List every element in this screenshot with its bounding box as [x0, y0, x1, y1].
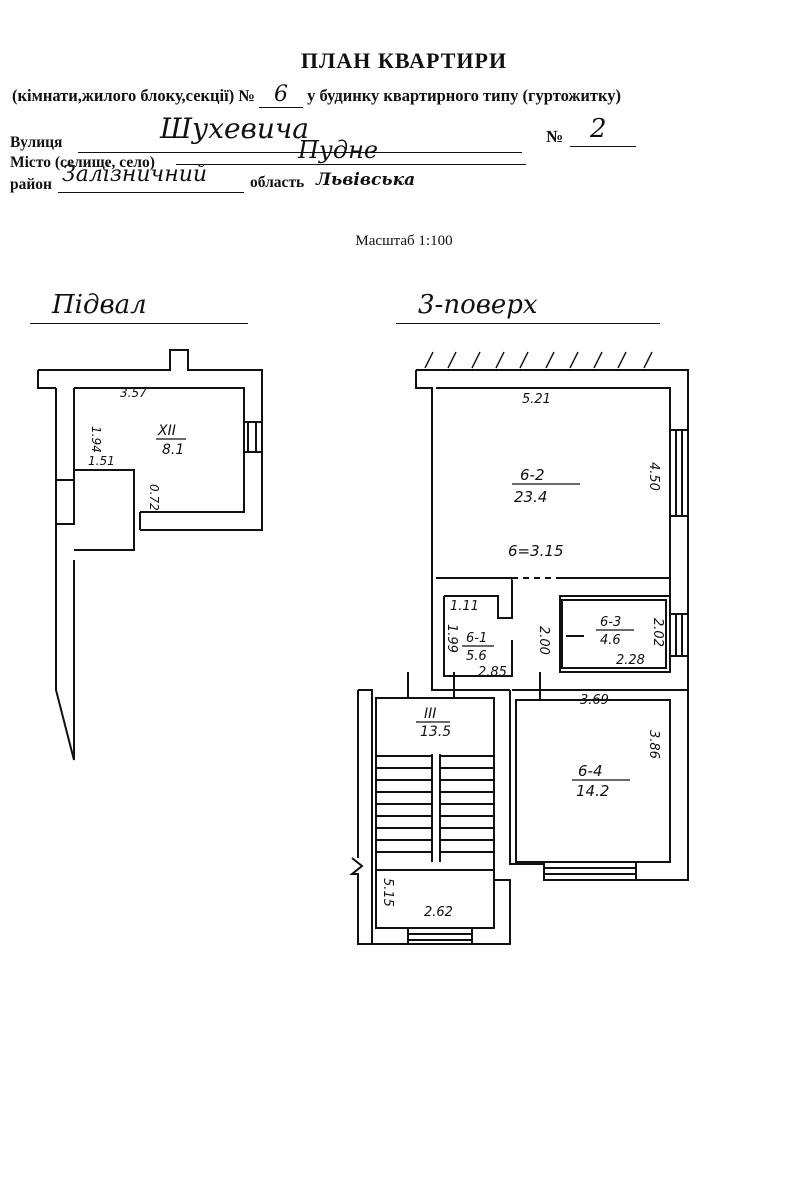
room1-top-dim: 1.11 — [450, 599, 479, 614]
floor-underline — [396, 323, 660, 324]
floor-label: 3-поверх — [418, 290, 538, 320]
room2-bottom-dim: 6=3.15 — [508, 542, 564, 560]
room3-id: 6-3 — [600, 615, 621, 630]
room1-side-dim: 1.99 — [444, 624, 459, 653]
street-value: Шухевича — [160, 112, 309, 145]
room2-side-dim: 4.50 — [646, 462, 661, 491]
subtitle-suffix: у будинку квартирного типу (гуртожитку) — [307, 86, 622, 105]
stair-id: III — [424, 706, 436, 722]
oblast-value: Львівська — [316, 170, 416, 190]
district-underline — [58, 192, 244, 193]
room2-width-dim: 5.21 — [522, 392, 551, 407]
room3-side-right-dim: 2.02 — [650, 618, 665, 647]
room1-bottom-dim: 2.85 — [478, 665, 507, 680]
stair-area: 13.5 — [420, 724, 451, 740]
basement-left-dim: 1.94 — [89, 426, 103, 453]
room3-bottom-dim: 2.28 — [616, 653, 645, 668]
stair-bottom-dim: 2.62 — [424, 905, 453, 920]
room1-area: 5.6 — [466, 649, 487, 664]
oblast-label: область — [250, 174, 305, 191]
basement-room-area: 8.1 — [162, 442, 184, 458]
room4-side-dim: 3.86 — [646, 730, 661, 759]
subtitle-line: (кімнати,жилого блоку,секції) № 6 у буди… — [12, 82, 621, 108]
basement-label: Підвал — [52, 290, 147, 320]
basement-door-dim: 0.72 — [147, 484, 161, 511]
room2-id: 6-2 — [520, 466, 545, 484]
city-underline — [176, 164, 526, 165]
room4-id: 6-4 — [578, 762, 603, 780]
room4-area: 14.2 — [576, 782, 609, 800]
city-label: Місто (селище, село) — [10, 154, 155, 171]
room4-width-dim: 3.69 — [580, 693, 609, 708]
basement-room-id: XII — [157, 423, 176, 439]
room1-id: 6-1 — [466, 631, 487, 646]
basement-underline — [30, 323, 248, 324]
basement-width-dim: 3.57 — [120, 386, 147, 400]
district-label: район — [10, 176, 52, 193]
number-value: 2 — [590, 114, 607, 144]
street-underline — [78, 152, 522, 153]
room2-area: 23.4 — [514, 488, 547, 506]
city-value: Пудне — [298, 136, 379, 164]
district-value: Залізничний — [62, 162, 208, 187]
apartment-number: 6 — [259, 82, 304, 108]
basement-small-dim: 1.51 — [88, 454, 115, 468]
room3-area: 4.6 — [600, 633, 621, 648]
number-underline — [570, 146, 636, 147]
stair-side-dim: 5.15 — [380, 878, 395, 907]
room3-side-left-dim: 2.00 — [536, 626, 551, 655]
subtitle-prefix: (кімнати,жилого блоку,секції) № — [12, 86, 255, 105]
number-label: № — [546, 127, 564, 146]
scale-label: Масштаб 1:100 — [355, 233, 453, 249]
street-label: Вулиця — [10, 134, 63, 151]
page-title: ПЛАН КВАРТИРИ — [300, 48, 508, 73]
